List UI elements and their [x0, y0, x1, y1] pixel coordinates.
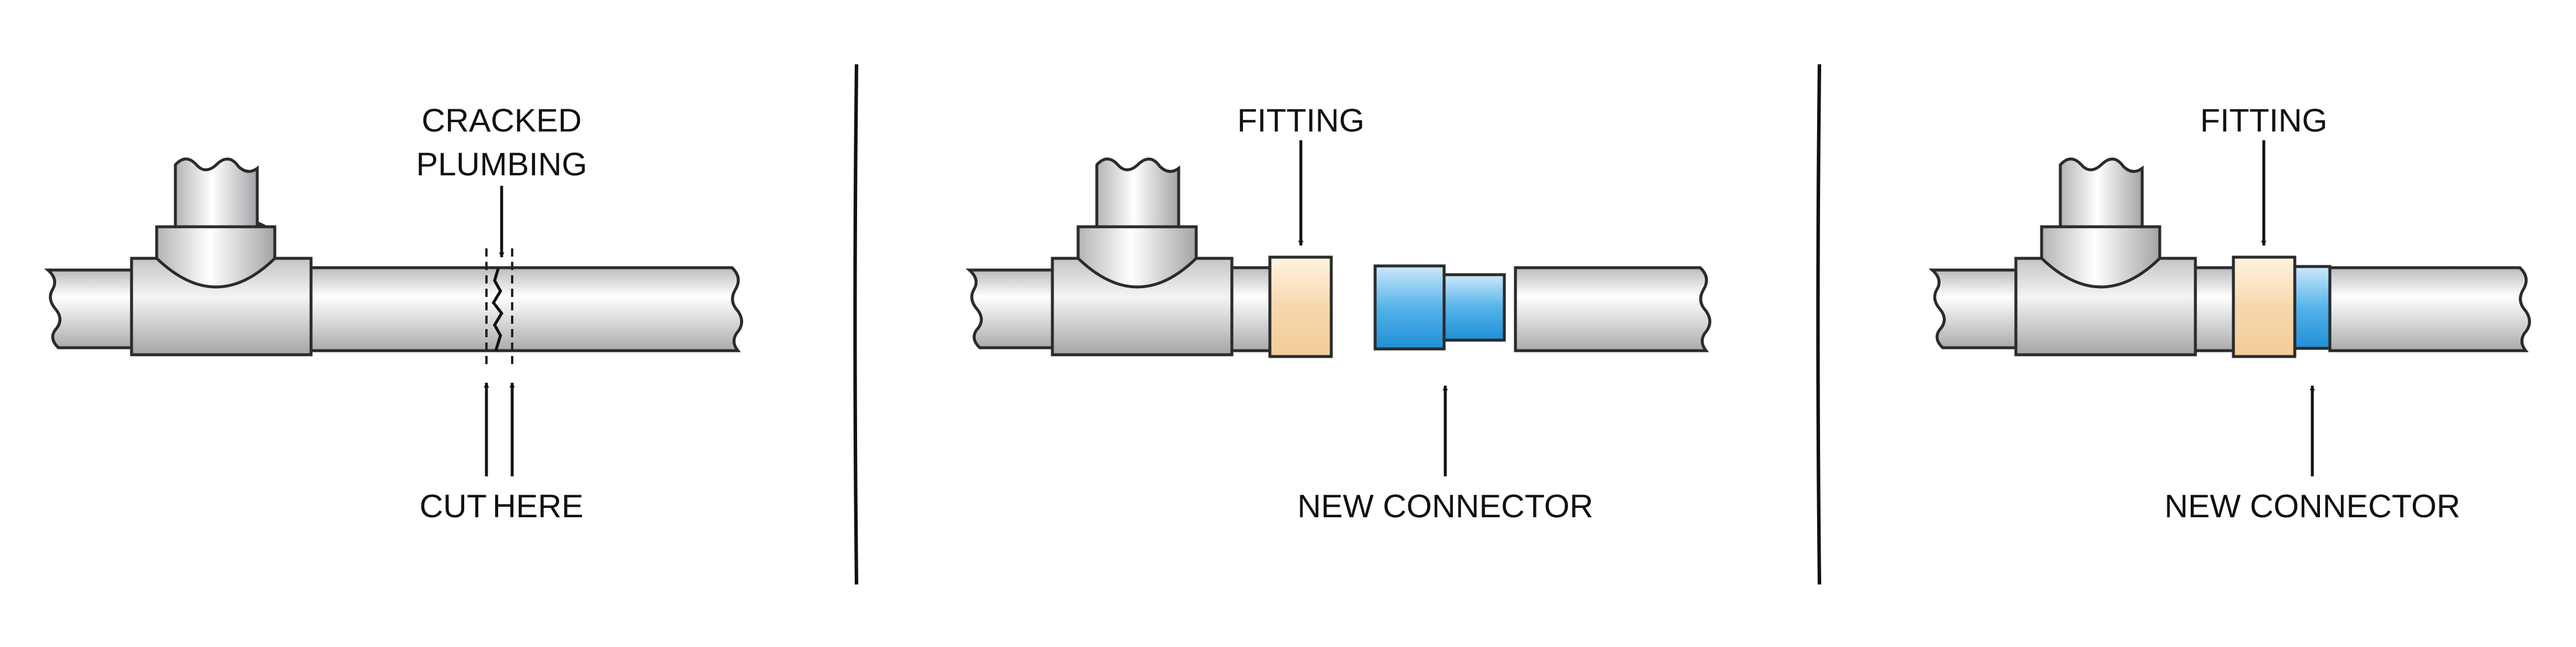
pipe-segment-right — [2328, 266, 2531, 352]
pipe-segment-left — [965, 268, 1054, 350]
fitting-label: FITTING — [2200, 102, 2328, 139]
cut-label: CUT — [419, 487, 486, 524]
new-connector-label: NEW CONNECTOR — [2164, 487, 2460, 524]
new-connector-label: NEW CONNECTOR — [1297, 487, 1593, 524]
fitting — [2232, 255, 2297, 358]
pipe-segment-right — [309, 266, 743, 352]
panel-2-parts-separated: FITTING NEW CONNECTOR — [965, 102, 1711, 524]
pipe-segment-left — [44, 268, 133, 350]
panel-divider — [1816, 64, 1821, 585]
crack-line — [491, 268, 504, 351]
fitting-label: FITTING — [1237, 102, 1365, 139]
tee-fitting — [130, 157, 313, 357]
new-connector — [2293, 265, 2332, 350]
pipe-segment-right — [1514, 266, 1711, 352]
here-label: HERE — [492, 487, 583, 524]
fitting — [1268, 255, 1333, 358]
tee-fitting — [2014, 157, 2197, 357]
cracked-plumbing-label-line1: CRACKED — [422, 102, 582, 139]
pipe-segment-left — [1928, 268, 2018, 350]
cracked-plumbing-label-line2: PLUMBING — [416, 146, 588, 182]
panel-1-cracked-pipe: CRACKED PLUMBING CUT HERE — [44, 102, 743, 524]
crack-zone — [485, 248, 513, 368]
pipe-stub — [1230, 266, 1272, 352]
panel-3-repaired-pipe: FITTING NEW CONNECTOR — [1928, 102, 2531, 524]
tee-fitting — [1051, 157, 1234, 357]
new-connector — [1373, 264, 1506, 351]
panel-divider — [853, 64, 858, 585]
pipe-stub — [2194, 266, 2235, 352]
